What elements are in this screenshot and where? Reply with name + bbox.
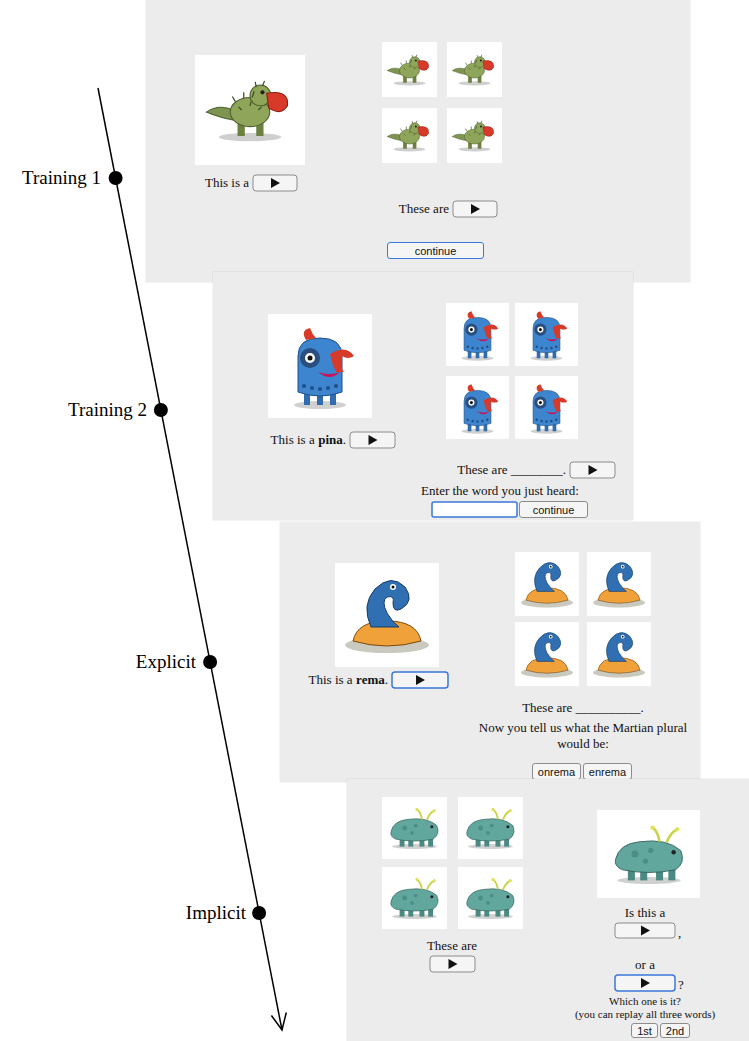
screen-text: (you can replay all three words): [535, 1008, 749, 1021]
play-button: [350, 432, 395, 448]
play-button: [570, 462, 615, 478]
screen-text: ?: [678, 977, 684, 992]
play-button: [392, 672, 448, 688]
screen-text: These are: [399, 201, 449, 216]
screen-text: Is this a: [585, 905, 705, 921]
button-label: continue: [533, 504, 575, 516]
play-button: [253, 175, 297, 191]
ui-button: 1st: [631, 1023, 658, 1038]
monster-illustration: [146, 0, 690, 282]
screen-text: Which one is it?: [535, 995, 749, 1008]
stage-label: Training 2: [68, 399, 147, 421]
play-button: [430, 956, 475, 972]
screen-text: This is a: [271, 432, 315, 447]
ui-button: continue: [519, 501, 588, 518]
ui-button: continue: [387, 242, 484, 259]
play-button: [453, 201, 497, 217]
screen-panel: This is a These are continue: [146, 0, 690, 282]
timeline-dot: [203, 655, 217, 669]
ui-button: enrema: [583, 763, 632, 780]
timeline-dot: [109, 171, 123, 185]
timeline-dot: [252, 906, 266, 920]
screen-text: This is a: [205, 175, 249, 191]
stage-label: Implicit: [186, 902, 246, 924]
monster-illustration: [213, 272, 633, 520]
screen-text: Now you tell us what the Martian plural …: [476, 720, 691, 752]
screen-text: ,: [678, 925, 681, 940]
ui-button: onrema: [532, 763, 581, 780]
screen-text: This is apina.: [271, 432, 346, 448]
screen-text: This is a: [205, 175, 249, 190]
screen-text: Which one is it?: [609, 995, 681, 1007]
screen-text: Now you tell us what the Martian plural …: [479, 720, 687, 751]
monster-illustration: [280, 522, 700, 782]
button-label: enrema: [589, 766, 626, 778]
screen-text: .: [343, 432, 346, 447]
screen-text: or a: [585, 957, 705, 973]
screen-text: ,: [678, 925, 681, 941]
screen-text: or a: [635, 957, 655, 972]
screen-text: These are: [427, 938, 477, 953]
screen-panel: These are Is this a, or a? Which one is it?…: [347, 779, 749, 1041]
screen-text: ?: [678, 977, 684, 993]
screen-text: pina: [318, 432, 343, 447]
button-label: onrema: [538, 766, 575, 778]
screen-text: These are: [392, 938, 512, 954]
stage-label: Explicit: [136, 651, 196, 673]
button-label: continue: [415, 245, 457, 257]
screen-text: These are ________.: [457, 462, 566, 478]
button-label: 1st: [637, 1025, 652, 1037]
screen-text: These are __________.: [522, 700, 644, 715]
play-button: [615, 975, 675, 991]
screen-text: rema: [356, 672, 385, 687]
screen-panel: This is apina. These are ________. Enter t…: [213, 272, 633, 520]
screen-text: This is a: [309, 672, 353, 687]
screen-text: Enter the word you just heard:: [421, 483, 579, 498]
stage-label: Training 1: [22, 167, 101, 189]
screen-text: This is arema.: [309, 672, 388, 688]
timeline-dot: [154, 403, 168, 417]
monster-illustration: [347, 779, 749, 1041]
ui-button: 2nd: [660, 1023, 690, 1038]
text-input: [432, 502, 517, 517]
screen-text: Enter the word you just heard:: [370, 483, 630, 499]
screen-text: (you can replay all three words): [575, 1008, 715, 1020]
button-label: 2nd: [666, 1025, 684, 1037]
screen-text: These are ________.: [457, 462, 566, 477]
screen-text: These are __________.: [453, 700, 713, 716]
screen-text: .: [385, 672, 388, 687]
screen-text: Is this a: [625, 905, 665, 920]
timeline-arrowhead: [271, 1013, 286, 1031]
play-button: [615, 923, 675, 938]
screen-text: These are: [399, 201, 449, 217]
screen-panel: This is arema. These are __________. Now y…: [280, 522, 700, 782]
